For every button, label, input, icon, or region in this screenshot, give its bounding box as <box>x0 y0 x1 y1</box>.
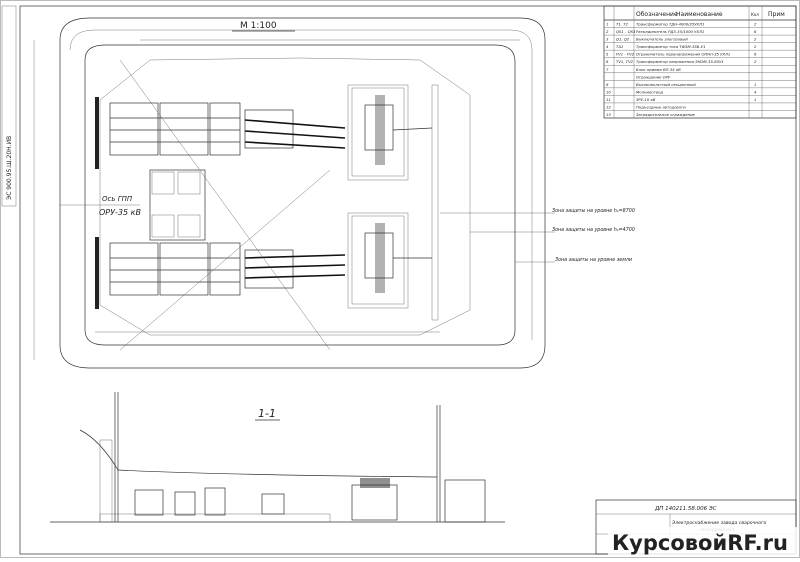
zru-building-section <box>444 479 486 523</box>
spec-cell-name: Ограждение ОРУ <box>636 74 671 79</box>
spec-cell-pos: 7 <box>606 67 609 72</box>
spec-cell-pos: 11 <box>606 97 611 102</box>
oru-label: ОРУ-35 кВ <box>99 208 141 217</box>
title-code: ДП 140211.58.006 ЭС <box>654 506 717 512</box>
inner-fence-contour <box>84 44 516 346</box>
spec-cell-pos: 3 <box>606 37 609 42</box>
spec-cell-name: Высоковольтный секционный <box>636 82 696 87</box>
spec-cell-qty: 2 <box>754 59 757 64</box>
spec-cell-name: Разъединитель РДЗ-35/1000 УХЛ1 <box>636 29 704 34</box>
spec-cell-pos: 6 <box>606 59 609 64</box>
doc-code-box <box>1 5 17 207</box>
spec-cell-pos: 8 <box>606 82 609 87</box>
road-edge-line <box>69 29 533 340</box>
spec-cell-name: Трансформатор напряжения ЗНОМ-35-65У1 <box>636 59 724 64</box>
zru-building-plan <box>431 84 439 321</box>
section-view: 1-1 <box>50 392 505 523</box>
spec-cell-qty: 6 <box>754 52 757 57</box>
spec-header-name: Наименование <box>676 11 723 18</box>
watermark-text: КурсовойRF.ru <box>612 531 788 555</box>
spec-cell-code: ТА1 <box>616 44 623 49</box>
spec-header-note: Прим <box>768 11 785 18</box>
spec-cell-name: ЗРУ-10 кВ <box>636 97 656 102</box>
zone-label-2: Зона защиты на уровне h₁=4700 <box>552 227 635 233</box>
spec-cell-pos: 10 <box>606 89 611 94</box>
spec-cell-name: Трансформатор тока ТФЗМ-35Б-У1 <box>636 44 706 49</box>
spec-cell-pos: 13 <box>606 112 611 117</box>
outer-road-contour <box>59 17 546 369</box>
spec-cell-qty: 4 <box>754 89 757 94</box>
spec-cell-name: Молниеотвод <box>636 89 663 94</box>
spec-header-qty: Кол <box>751 12 759 17</box>
protection-zone-curve <box>99 57 471 336</box>
spec-cell-pos: 4 <box>606 44 609 49</box>
spec-table: Обозначение Наименование Кол Прим 1 Т1, Т… <box>603 5 797 119</box>
spec-cell-name: Ограничитель перенапряжения ОПНп-35 УХЛ1 <box>636 52 730 57</box>
spec-header-code: Обозначение <box>636 11 678 18</box>
spec-cell-code: TV1, TV2 <box>616 59 634 64</box>
spec-cell-name: Блок приема ВЛ-35 кВ <box>636 67 681 72</box>
zone-label-1: Зона защиты на уровне h₁=8700 <box>552 208 635 214</box>
spec-cell-pos: 1 <box>606 22 608 27</box>
spec-cell-pos: 2 <box>606 29 609 34</box>
watermark-logo: КурсовойRF.ru <box>608 527 798 557</box>
doc-code-vertical: ЭС 900.95.Ш.20Н.ИВ <box>6 136 13 200</box>
spec-cell-code: QS1 - QS4 <box>616 29 636 34</box>
spec-cell-name: Подъездные автодороги <box>636 104 686 109</box>
section-link <box>149 169 206 241</box>
plan-view: М 1:100 Ось ГПП ОРУ-35 кВ <box>33 17 635 369</box>
spec-cell-qty: 2 <box>754 22 757 27</box>
spec-cell-qty: 2 <box>754 37 757 42</box>
scale-label: М 1:100 <box>240 21 277 31</box>
section-label: 1-1 <box>258 407 276 420</box>
mast-bar-lower <box>95 237 99 309</box>
upper-bay <box>109 84 433 181</box>
spec-cell-pos: 5 <box>606 52 609 57</box>
inner-frame <box>19 5 797 555</box>
spec-cell-name: Трансформатор ТДН-4000/35УХЛ1 <box>636 22 704 27</box>
spec-cell-code: Q1, Q2 <box>616 37 630 42</box>
spec-cell-name: Выключатель элегазовый <box>636 37 688 42</box>
spec-cell-qty: 2 <box>754 44 757 49</box>
spec-cell-qty: 1 <box>754 82 756 87</box>
spec-cell-name: Заградительное ограждение <box>636 112 696 117</box>
lower-bay <box>109 212 432 309</box>
spec-cell-code: FV1 - FV2 <box>616 52 635 57</box>
axis-label: Ось ГПП <box>102 195 133 203</box>
spec-cell-code: Т1, Т2 <box>616 22 628 27</box>
spec-cell-qty: 6 <box>754 29 757 34</box>
spec-cell-pos: 12 <box>606 104 611 109</box>
zone-label-3: Зона защиты на уровне земли <box>555 257 632 263</box>
title-line-1: Электроснабжение завода сварочного <box>671 520 767 526</box>
spec-cell-qty: 1 <box>754 97 756 102</box>
mast-bar-upper <box>95 97 99 169</box>
